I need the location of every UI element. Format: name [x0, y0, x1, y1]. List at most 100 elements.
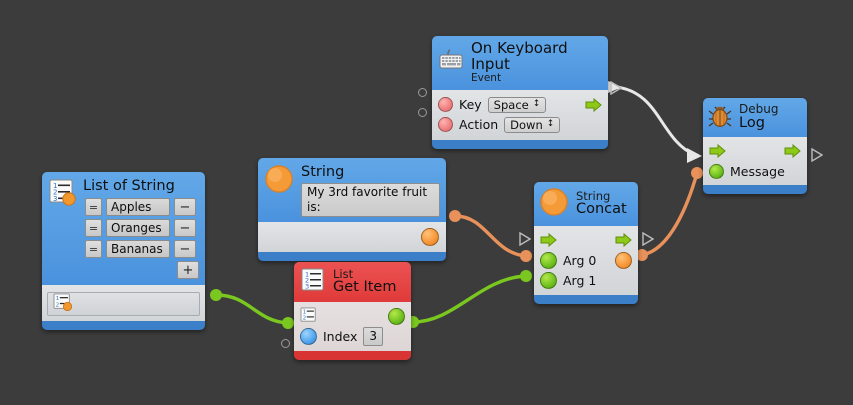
- row-exec[interactable]: [709, 141, 801, 161]
- svg-text:1: 1: [303, 309, 306, 315]
- remove-item-button[interactable]: −: [174, 240, 196, 258]
- chevron-updown-icon: ↕: [532, 99, 541, 110]
- node-string-literal[interactable]: String My 3rd favorite fruit is:: [258, 158, 446, 261]
- key-input-port[interactable]: [438, 97, 453, 113]
- message-input-port[interactable]: [709, 163, 724, 179]
- node-title: String: [301, 164, 345, 180]
- svg-text:1: 1: [305, 271, 309, 279]
- wire-endpoint: [449, 210, 461, 222]
- key-external-socket[interactable]: [418, 88, 427, 97]
- arg1-input-port[interactable]: [540, 271, 557, 289]
- wire-list-to-getitem: [215, 293, 289, 325]
- string-value-field[interactable]: My 3rd favorite fruit is:: [301, 183, 440, 217]
- row-exec[interactable]: [540, 230, 632, 250]
- node-title-top: Debug: [739, 102, 779, 117]
- drag-handle-icon[interactable]: =: [85, 219, 102, 237]
- string-bubble-icon: [264, 164, 294, 198]
- action-external-socket[interactable]: [418, 108, 427, 117]
- index-input-port[interactable]: [300, 327, 317, 345]
- node-title-main: Concat: [576, 201, 627, 218]
- remove-item-button[interactable]: −: [174, 198, 196, 216]
- node-body: 1 2 Index 3: [294, 302, 411, 351]
- list-item[interactable]: = Apples −: [85, 198, 199, 216]
- index-external-socket[interactable]: [281, 339, 290, 348]
- list-item[interactable]: = Bananas −: [85, 240, 199, 258]
- node-debug-log[interactable]: Debug Log Message: [703, 98, 807, 194]
- exec-output-link-marker[interactable]: [610, 80, 623, 99]
- node-list-of-string[interactable]: 1 2 3 List of String = Apples −: [42, 172, 205, 330]
- node-list-get-item[interactable]: 1 2 3 List Get Item 1 2: [294, 262, 411, 360]
- exec-input-port[interactable]: [540, 232, 557, 248]
- arg0-input-port[interactable]: [540, 251, 557, 269]
- item-output-port[interactable]: [388, 307, 405, 325]
- row-index[interactable]: Index 3: [300, 326, 405, 346]
- key-dropdown[interactable]: Space ↕: [487, 96, 547, 113]
- node-footer: [534, 295, 638, 304]
- action-dropdown[interactable]: Down ↕: [504, 116, 561, 133]
- message-label: Message: [730, 163, 785, 179]
- node-footer: [432, 139, 608, 149]
- svg-text:2: 2: [56, 303, 59, 309]
- node-title-main: Get Item: [333, 279, 397, 296]
- row-arg0[interactable]: Arg 0: [540, 250, 632, 270]
- drag-handle-icon[interactable]: =: [85, 240, 102, 258]
- concat-exec-input-link-marker[interactable]: [519, 231, 532, 250]
- list-item-field[interactable]: Oranges: [106, 219, 170, 237]
- wire-endpoint: [520, 270, 532, 282]
- node-header[interactable]: Debug Log: [703, 98, 807, 137]
- debug-exec-output-link-marker[interactable]: [811, 147, 824, 166]
- chevron-updown-icon: ↕: [546, 119, 555, 130]
- wire-getitem-to-arg1: [412, 274, 527, 324]
- exec-input-port[interactable]: [709, 143, 726, 159]
- node-header[interactable]: String Concat: [534, 182, 638, 226]
- arg1-label: Arg 1: [563, 272, 597, 288]
- list-icon: 1 2 3: [300, 267, 326, 297]
- remove-item-button[interactable]: −: [174, 219, 196, 237]
- concat-exec-output-link-marker[interactable]: [642, 231, 655, 250]
- row-action[interactable]: Action Down ↕: [438, 115, 602, 135]
- node-footer: [258, 252, 446, 261]
- node-body: [258, 222, 446, 252]
- node-footer: [703, 185, 807, 194]
- list-output-row[interactable]: 1 2: [47, 292, 200, 316]
- action-label: Action: [459, 117, 499, 133]
- node-header[interactable]: 1 2 3 List Get Item: [294, 262, 411, 302]
- row-arg1[interactable]: Arg 1: [540, 270, 632, 290]
- action-input-port[interactable]: [438, 117, 453, 133]
- svg-text:3: 3: [305, 283, 309, 291]
- add-item-button[interactable]: +: [177, 261, 199, 279]
- list-item[interactable]: = Oranges −: [85, 219, 199, 237]
- string-output-port[interactable]: [421, 228, 439, 246]
- row-key[interactable]: Key Space ↕: [438, 95, 602, 115]
- svg-text:2: 2: [305, 277, 309, 285]
- drag-handle-icon[interactable]: =: [85, 198, 102, 216]
- list-input-icon[interactable]: 1 2: [300, 306, 318, 326]
- node-header[interactable]: On Keyboard Input Event: [432, 36, 608, 90]
- svg-text:2: 2: [53, 189, 57, 197]
- node-title-group: Debug Log: [739, 103, 778, 131]
- add-item-row[interactable]: +: [85, 261, 199, 279]
- row-message[interactable]: Message: [709, 161, 801, 181]
- node-footer: [42, 321, 205, 330]
- string-bubble-icon: [539, 187, 569, 221]
- node-string-concat[interactable]: String Concat Arg 0: [534, 182, 638, 304]
- node-footer: [294, 351, 411, 360]
- node-header[interactable]: 1 2 3 List of String = Apples −: [42, 172, 205, 285]
- action-dropdown-value: Down: [510, 117, 543, 132]
- list-output-icon: 1 2: [53, 293, 73, 315]
- list-item-field[interactable]: Apples: [106, 198, 170, 216]
- exec-output-port[interactable]: [585, 97, 602, 112]
- list-item-field[interactable]: Bananas: [106, 240, 170, 258]
- wire-endpoint: [691, 167, 703, 179]
- node-header[interactable]: String My 3rd favorite fruit is:: [258, 158, 446, 222]
- index-value-field[interactable]: 3: [363, 326, 384, 346]
- concat-output-port[interactable]: [615, 251, 632, 269]
- index-label: Index: [323, 328, 358, 344]
- row-list-io[interactable]: 1 2: [300, 306, 405, 326]
- node-on-keyboard-input[interactable]: On Keyboard Input Event Key Space ↕: [432, 36, 608, 149]
- wire-endpoint: [210, 289, 222, 301]
- exec-output-port[interactable]: [615, 232, 632, 248]
- exec-output-port[interactable]: [784, 143, 801, 159]
- node-title: On Keyboard Input: [471, 39, 568, 73]
